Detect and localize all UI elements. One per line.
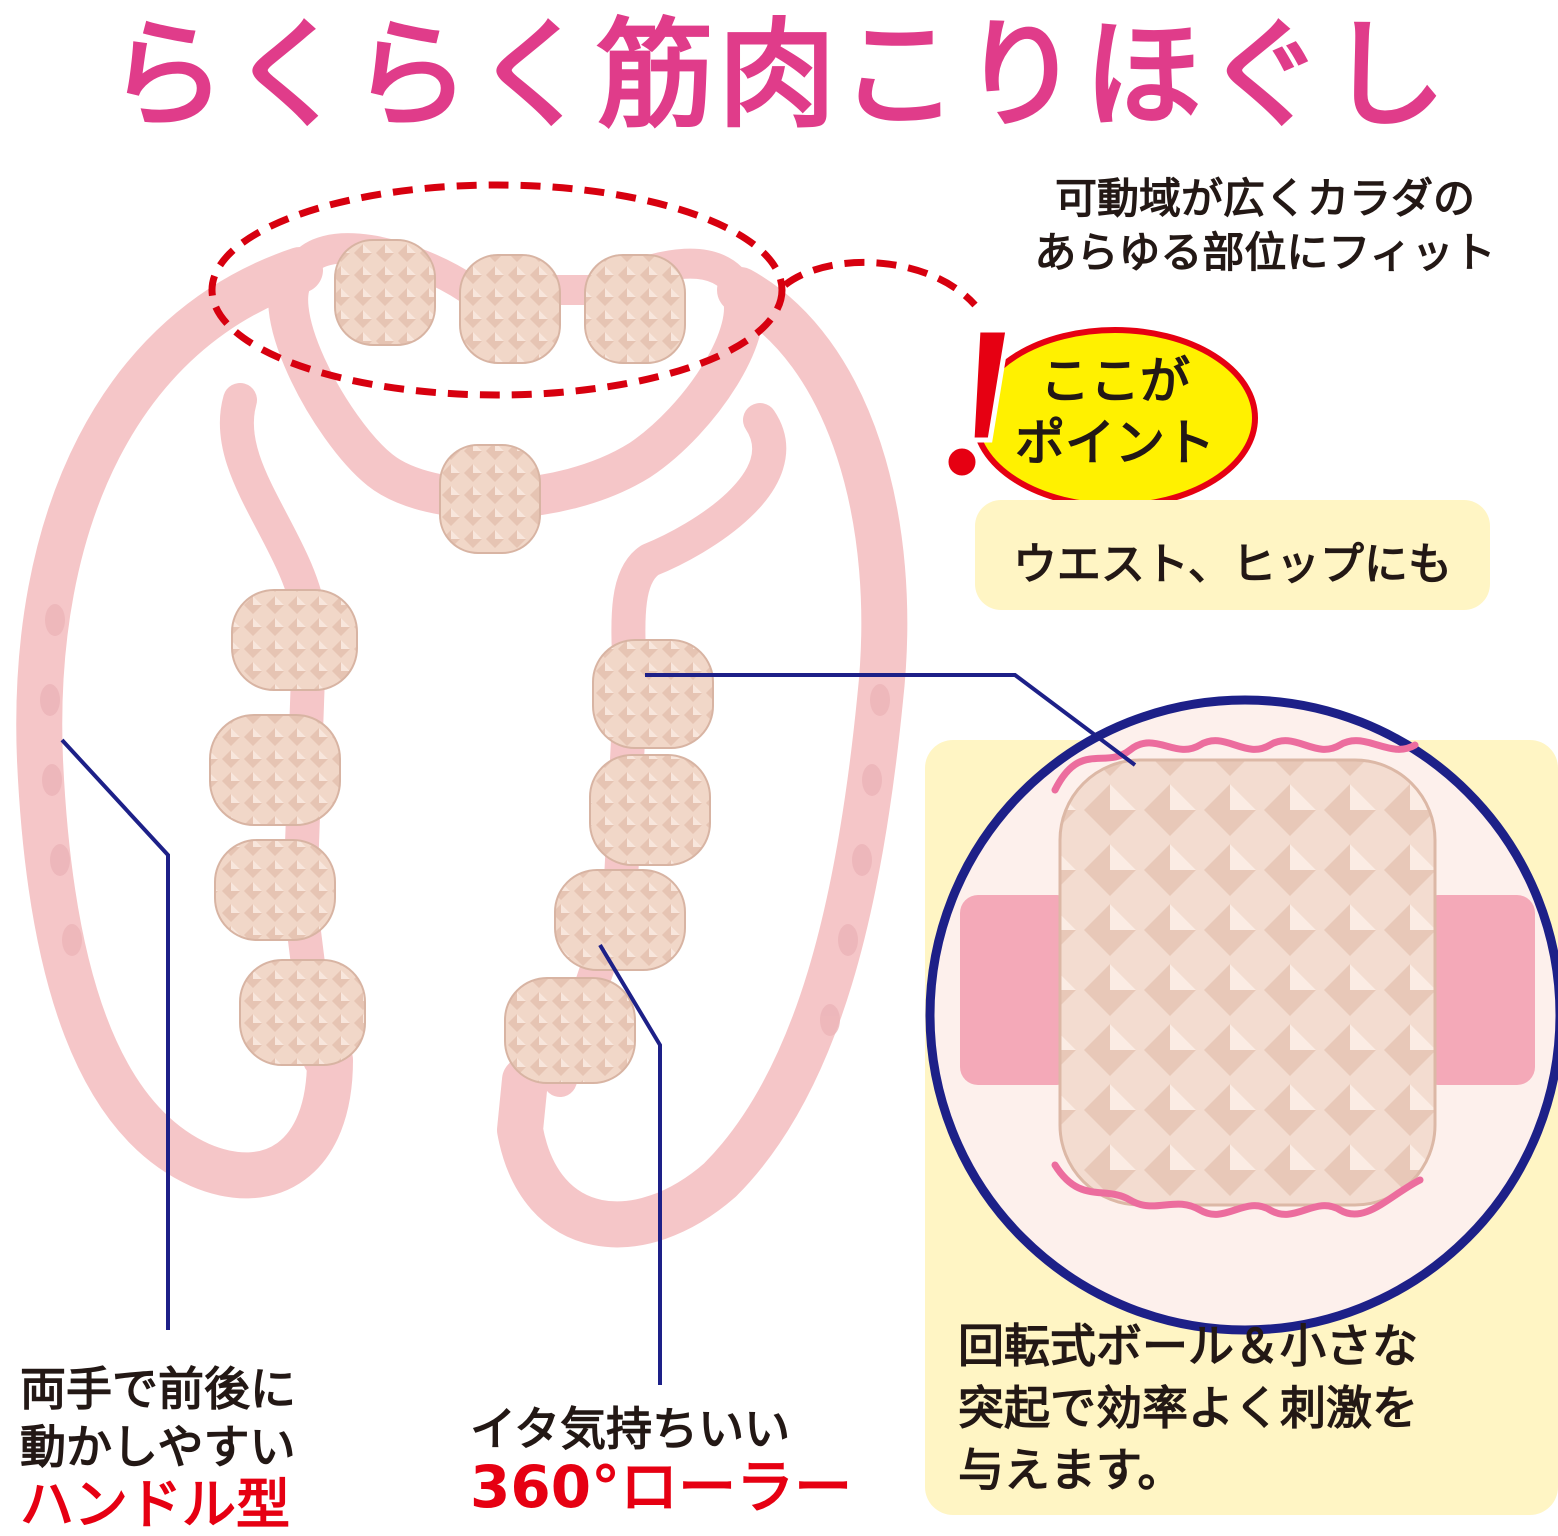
highlight-dashes [208,181,978,399]
feature-line-1: 可動域が広くカラダの [1054,174,1475,223]
headline: らくらく筋肉こりほぐし [107,6,1450,144]
handle-caption: 両手で前後に 動かしやすい ハンドル型 [20,1360,380,1534]
magnified-roller-circle [925,695,1558,1335]
feature-fit-text: 可動域が広くカラダの あらゆる部位にフィット [985,172,1545,280]
waist-hip-text: ウエスト、ヒップにも [1012,539,1453,590]
exclamation-icon [943,327,1011,481]
handle-line-1: 両手で前後に [20,1362,296,1416]
waist-hip-box [975,500,1490,610]
roller-accent: 360°ローラー [470,1453,853,1521]
handle-accent: ハンドル型 [20,1473,290,1536]
detail-line-3: 与えます。 [958,1443,1184,1497]
roller-line-1: イタ気持ちいい [470,1402,791,1456]
feature-line-2: あらゆる部位にフィット [1034,228,1496,277]
point-line-1: ここが [1040,352,1190,410]
handle-line-2: 動かしやすい [20,1420,296,1474]
rollers [209,239,714,1084]
detail-line-1: 回転式ボール＆小さな [958,1319,1418,1373]
roller-caption: イタ気持ちいい 360°ローラー [470,1400,890,1516]
point-badge-text: ここが ポイント [995,350,1235,474]
roller-detail-text: 回転式ボール＆小さな 突起で効率よく刺激を 与えます。 [958,1315,1558,1501]
point-line-2: ポイント [1015,414,1215,472]
detail-line-2: 突起で効率よく刺激を [958,1381,1418,1435]
callout-lines [60,673,1137,1385]
grip-texture [40,604,890,1036]
